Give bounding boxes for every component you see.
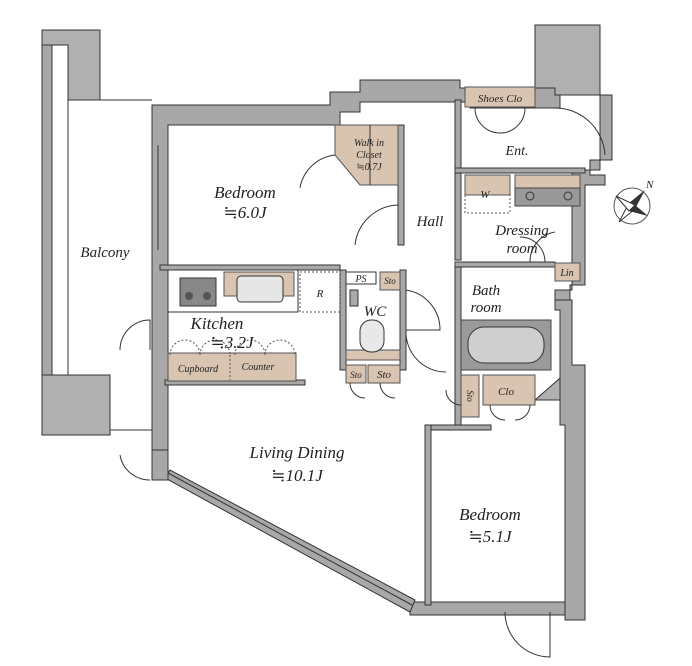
wc-storage-top-label: Sto bbox=[384, 276, 396, 286]
room-kitchen-area: ≒3.2J bbox=[210, 333, 254, 352]
entrance-column bbox=[534, 24, 601, 96]
room-kitchen: Kitchen bbox=[190, 314, 244, 333]
room-entrance: Ent. bbox=[505, 144, 529, 159]
room-balcony: Balcony bbox=[80, 245, 129, 261]
washer-label: W bbox=[480, 189, 490, 201]
room-bedroom-2: Bedroom bbox=[459, 505, 521, 524]
hall-storage-label: Sto bbox=[465, 390, 475, 402]
compass-north-label: N bbox=[645, 179, 654, 191]
balcony-column-bottom bbox=[41, 374, 111, 436]
room-hall: Hall bbox=[416, 214, 444, 230]
room-bedroom-1: Bedroom bbox=[214, 183, 276, 202]
compass-icon: N bbox=[613, 179, 654, 225]
balcony-wall bbox=[41, 44, 53, 376]
room-dressing: Dressing bbox=[494, 223, 549, 239]
bottom-wall bbox=[409, 601, 566, 616]
room-bedroom-2-area: ≒5.1J bbox=[468, 527, 512, 546]
right-wall-upper bbox=[554, 94, 613, 301]
fridge-label: R bbox=[316, 288, 324, 300]
right-wall-lower bbox=[554, 299, 586, 621]
linen-label: Lin bbox=[559, 268, 573, 279]
room-bedroom-1-area: ≒6.0J bbox=[223, 203, 267, 222]
room-dressing-2: room bbox=[506, 241, 537, 257]
cupboard-label: Cupboard bbox=[178, 364, 219, 375]
wc-storage-right-label: Sto bbox=[377, 369, 392, 381]
counter-label: Counter bbox=[242, 362, 275, 373]
pipe-space-label: PS bbox=[354, 274, 366, 285]
walk-in-closet-label: Walk in bbox=[354, 138, 384, 149]
room-wc: WC bbox=[364, 304, 387, 320]
room-living-dining-area: ≒10.1J bbox=[271, 466, 324, 485]
wc-storage-left-label: Sto bbox=[350, 370, 362, 380]
room-bath-2: room bbox=[470, 300, 501, 316]
walk-in-closet-area: ≒0.7J bbox=[356, 162, 382, 173]
walk-in-closet-label-2: Closet bbox=[356, 150, 382, 161]
shoes-closet-label: Shoes Clo bbox=[478, 93, 523, 105]
room-bath: Bath bbox=[472, 283, 500, 299]
closet-label: Clo bbox=[498, 386, 514, 398]
room-living-dining: Living Dining bbox=[249, 443, 345, 462]
